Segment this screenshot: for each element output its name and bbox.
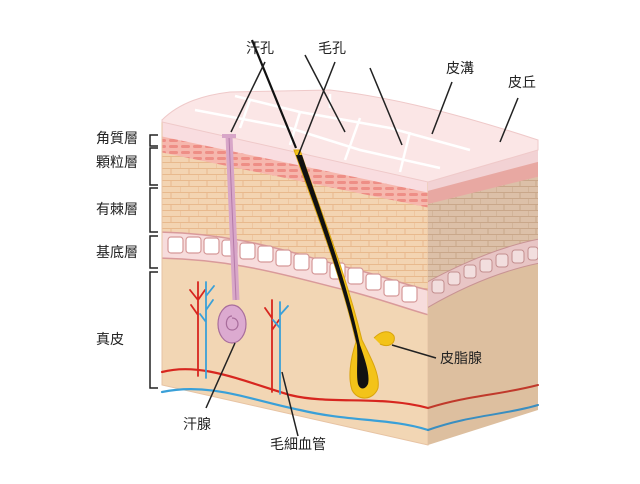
- hair-follicle: [250, 39, 395, 399]
- basal-cells: [167, 236, 418, 303]
- leader-lines: [149, 54, 519, 437]
- skin-grooves: [194, 94, 471, 173]
- label-stratum-basale: 基底層: [96, 245, 138, 261]
- label-skin-ridge: 皮丘: [508, 75, 536, 91]
- label-stratum-granulosum: 顆粒層: [96, 155, 138, 171]
- sweat-gland: [217, 134, 247, 344]
- granulosum-front: [162, 132, 428, 210]
- label-dermis: 真皮: [96, 332, 124, 348]
- label-skin-groove: 皮溝: [446, 61, 474, 77]
- label-capillary: 毛細血管: [270, 437, 326, 453]
- side-face: [428, 148, 538, 445]
- label-stratum-spinosum: 有棘層: [96, 202, 138, 218]
- label-stratum-corneum: 角質層: [96, 131, 138, 147]
- label-hair-pore: 毛孔: [318, 41, 346, 57]
- spinosum-front: [162, 150, 428, 300]
- label-sebaceous-gland: 皮脂腺: [440, 351, 482, 367]
- top-surface: [161, 89, 539, 183]
- label-sweat-pore: 汗孔: [246, 41, 274, 57]
- blood-vessels: [160, 281, 539, 432]
- label-sweat-gland: 汗腺: [183, 417, 211, 433]
